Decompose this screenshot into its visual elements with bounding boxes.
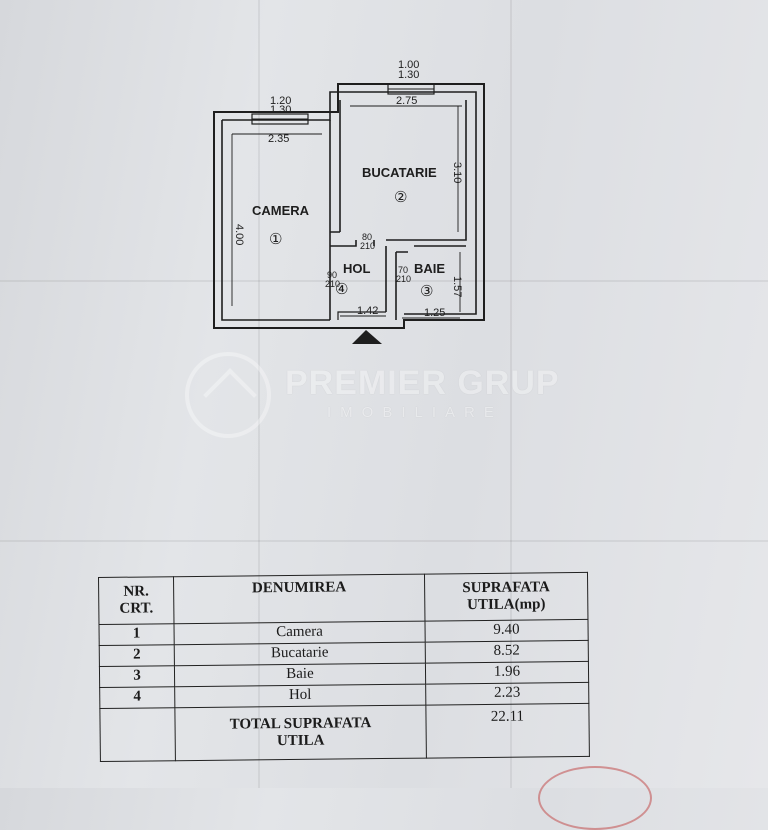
table-header-row: NR. CRT. DENUMIREA SUPRAFATA UTILA(mp) <box>98 572 588 625</box>
header-crt-line2: CRT. <box>119 600 154 617</box>
header-crt-line1: NR. <box>123 583 149 600</box>
entrance-arrow-icon <box>352 330 382 344</box>
header-area-line2: UTILA(mp) <box>466 596 546 614</box>
row-name: Baie <box>174 663 426 687</box>
row-name: Bucatarie <box>174 642 426 666</box>
dim-camera-height: 4.00 <box>233 224 245 245</box>
row-crt: 2 <box>99 644 175 667</box>
row-crt: 1 <box>98 623 175 646</box>
area-table: NR. CRT. DENUMIREA SUPRAFATA UTILA(mp) 1… <box>98 572 590 762</box>
floor-plan: 1.20 1.30 1.00 1.30 2.35 4.00 2.75 3.10 … <box>213 59 485 344</box>
watermark-name: PREMIER GRUP <box>285 364 560 402</box>
door-kitchen-top: 80 <box>362 232 372 242</box>
watermark-subtitle: IMOBILIARE <box>327 404 503 421</box>
room-label-camera: CAMERA <box>252 203 310 218</box>
header-name-text: DENUMIREA <box>251 579 347 597</box>
dim-bucatarie-width: 2.75 <box>396 95 417 107</box>
door-bath-bottom: 210 <box>396 274 411 284</box>
total-label-line1: TOTAL SUPRAFATA <box>229 714 372 733</box>
dim-window-right-bottom: 1.30 <box>398 69 419 81</box>
header-crt: NR. CRT. <box>98 576 174 625</box>
row-name: Hol <box>174 684 426 708</box>
door-kitchen-bottom: 210 <box>360 241 375 251</box>
header-area-line1: SUPRAFATA <box>462 579 550 596</box>
dim-window-right-top: 1.00 <box>398 59 419 71</box>
door-room-bottom: 210 <box>325 279 340 289</box>
paper-fold <box>0 280 768 282</box>
room-number-baie: ③ <box>420 283 433 300</box>
row-area: 8.52 <box>425 640 589 664</box>
table-total-row: TOTAL SUPRAFATA UTILA 22.11 <box>99 703 590 762</box>
row-area: 2.23 <box>425 682 589 706</box>
dim-window-left-bottom: 1.30 <box>270 104 291 116</box>
row-name: Camera <box>173 621 426 645</box>
room-label-baie: BAIE <box>414 261 445 276</box>
room-number-hol: ④ <box>335 281 348 298</box>
room-label-hol: HOL <box>343 261 371 276</box>
room-label-bucatarie: BUCATARIE <box>362 165 437 180</box>
row-area: 9.40 <box>424 619 589 643</box>
total-crt-empty <box>99 707 176 762</box>
stamp-seal <box>538 766 652 830</box>
paper-fold <box>258 0 260 788</box>
room-number-camera: ① <box>269 231 282 248</box>
row-crt: 3 <box>99 665 175 688</box>
paper-fold <box>510 0 512 788</box>
dim-bucatarie-height: 3.10 <box>451 162 463 183</box>
dim-baie-width: 1.25 <box>424 307 445 319</box>
dim-window-left-top: 1.20 <box>270 95 291 107</box>
room-number-bucatarie: ② <box>394 189 407 206</box>
dim-baie-height: 1.57 <box>451 276 463 297</box>
dim-camera-width: 2.35 <box>268 133 289 145</box>
header-name: DENUMIREA <box>173 574 425 624</box>
dim-hol-width: 1.42 <box>357 305 378 317</box>
header-area: SUPRAFATA UTILA(mp) <box>424 572 588 622</box>
door-bath-top: 70 <box>398 265 408 275</box>
row-area: 1.96 <box>425 661 589 685</box>
total-label-line2: UTILA <box>276 732 325 750</box>
total-value: 22.11 <box>425 703 590 759</box>
total-label: TOTAL SUPRAFATA UTILA <box>174 705 427 761</box>
door-room-top: 90 <box>327 270 337 280</box>
row-crt: 4 <box>99 686 175 709</box>
paper-fold <box>0 540 768 542</box>
watermark: PREMIER GRUP IMOBILIARE <box>185 352 605 442</box>
